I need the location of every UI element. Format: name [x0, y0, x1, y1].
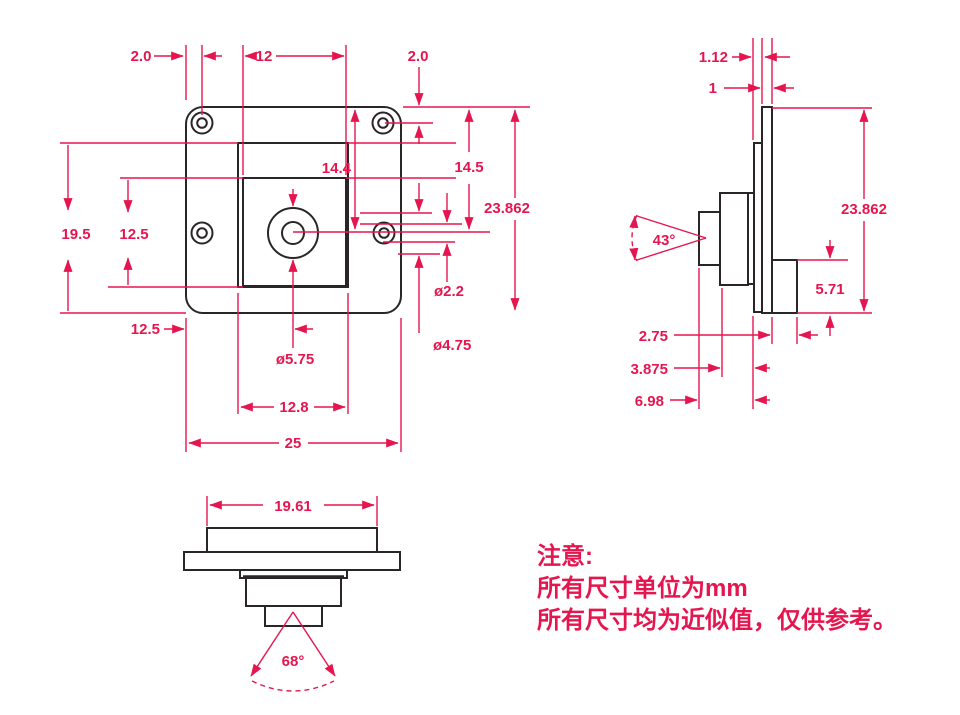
dim-side-lens-front-depth: 6.98: [635, 393, 664, 410]
dim-front-pad-diameter: ø4.75: [433, 337, 471, 354]
dim-side-height: 23.862: [841, 201, 887, 218]
side-view: [698, 106, 798, 314]
dim-front-inner-width: 12: [256, 48, 273, 65]
dim-side-housing-thickness: 1.12: [699, 49, 728, 66]
dim-front-holes-from-top: 14.5: [454, 159, 483, 176]
dim-front-width: 25: [285, 435, 302, 452]
mounting-hole-top-left: [196, 117, 208, 129]
side-dimension-labels: 1.12 1 23.862 43° 5.71 2.75 3.875 6.98: [630, 49, 886, 410]
dim-front-hole-diameter: ø2.2: [434, 283, 464, 300]
dim-front-edge-to-lens: 12.5: [131, 321, 160, 338]
dim-front-housing-to-bottom: 19.5: [61, 226, 90, 243]
front-dimension-lines: [63, 51, 520, 448]
bottom-fov-line-right: [292, 611, 336, 677]
dim-front-margin-right: 2.0: [408, 48, 429, 65]
bottom-dimension-lines: [206, 496, 378, 692]
side-fov-line-upper: [636, 215, 707, 239]
note-block: 注意: 所有尺寸单位为mm 所有尺寸均为近似值，仅供参考。: [537, 541, 957, 637]
note-title: 注意:: [537, 543, 593, 570]
dim-front-height: 23.862: [484, 200, 530, 217]
front-dimension-labels: 2.0 12 2.0 14.4 14.5 23.862 19.5 12.5 ø2…: [61, 48, 530, 452]
dim-front-lens-diameter: ø5.75: [276, 351, 314, 368]
bottom-fov-arc: [251, 680, 335, 692]
dim-front-margin-left: 2.0: [131, 48, 152, 65]
bottom-lens-holder: [245, 577, 342, 607]
dim-side-fov-vertical: 43°: [653, 232, 676, 249]
mounting-hole-pad-mid-left: [190, 221, 214, 245]
lens-outer-circle: [267, 207, 319, 259]
mounting-hole-mid-right: [378, 227, 390, 239]
bottom-pcb-board: [183, 551, 401, 571]
side-fov-line-lower: [636, 237, 707, 261]
side-connector: [771, 259, 798, 314]
dim-bottom-fov-horizontal: 68°: [282, 653, 305, 670]
bottom-fov-line-left: [250, 611, 294, 677]
mounting-hole-pad-top-left: [190, 111, 214, 135]
side-pcb: [761, 106, 773, 314]
dim-side-holder-depth: 3.875: [630, 361, 668, 378]
bottom-dimension-labels: 19.61 68°: [274, 498, 312, 670]
bottom-housing-slab: [206, 527, 378, 553]
note-unit-line: 所有尺寸单位为mm: [537, 575, 748, 602]
dim-front-housing-width: 12.8: [279, 399, 308, 416]
dim-side-connector-depth: 2.75: [639, 328, 668, 345]
front-extension-lines: [60, 45, 530, 452]
side-lens-holder: [719, 192, 749, 286]
side-sensor-housing: [753, 142, 763, 313]
bottom-lens-barrel: [264, 605, 323, 627]
side-extension-lines: [698, 38, 872, 409]
side-dimension-lines: [629, 52, 869, 405]
dim-front-sensor-height: 12.5: [119, 226, 148, 243]
note-approx-line: 所有尺寸均为近似值，仅供参考。: [537, 607, 897, 634]
dim-side-pcb-thickness: 1: [709, 80, 717, 97]
lens-inner-circle: [281, 221, 305, 245]
bottom-view: [183, 527, 401, 627]
mounting-hole-pad-mid-right: [372, 221, 396, 245]
mounting-hole-mid-left: [196, 227, 208, 239]
dim-side-connector-height: 5.71: [815, 281, 844, 298]
dim-front-lens-from-top: 14.4: [322, 160, 352, 177]
dim-bottom-housing-width: 19.61: [274, 498, 312, 515]
